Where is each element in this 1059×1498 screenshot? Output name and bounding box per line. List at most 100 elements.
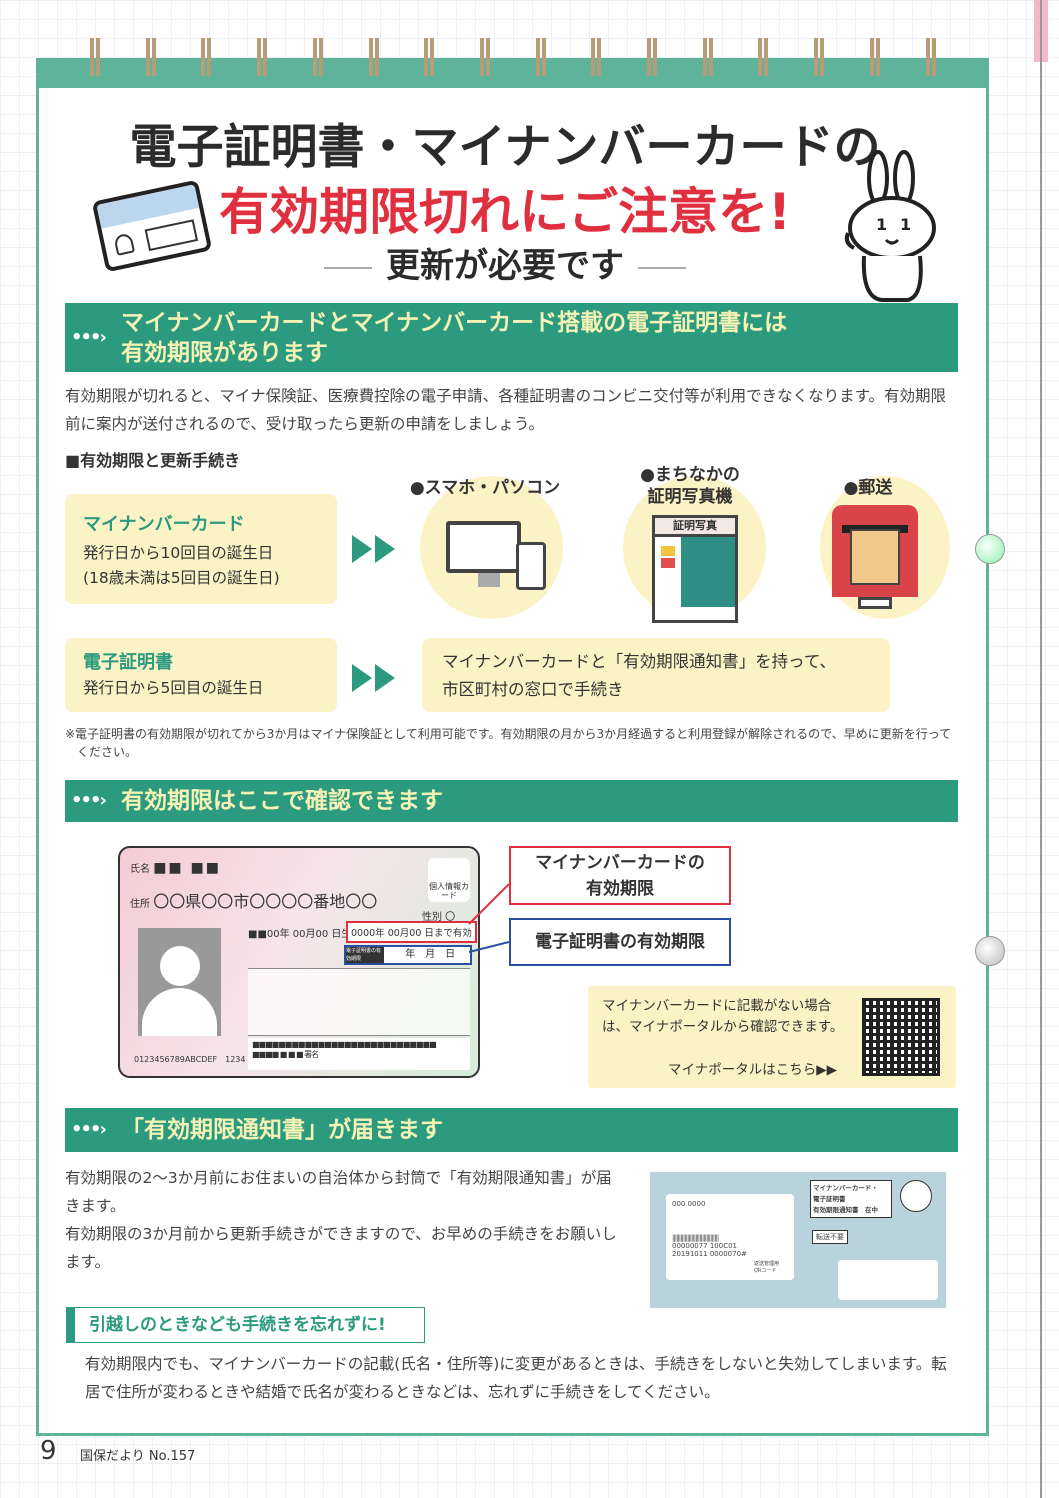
photo-booth-icon: 証明写真 [652,515,738,623]
card-box-title: マイナンバーカード [83,514,245,535]
cert-expiry-box: 電子証明書 発行日から5回目の誕生日 [65,638,337,712]
dotted-arrow-icon: •••› [71,790,107,811]
section2-heading: •••› 有効期限はここで確認できます [65,780,958,822]
card-sign-label: 署名 [304,1050,319,1059]
envelope-qr-label: 返送管理用 QRコード [754,1261,780,1274]
method-label-smartphone-pc: ●スマホ・パソコン [409,478,561,498]
smartphone-icon [516,542,546,590]
page-edge-line [1040,0,1042,1498]
svg-text:1: 1 [900,215,911,234]
spiral-ring [419,38,440,76]
card-address-label: 住所 [130,899,150,910]
envelope-title3: 有効期限通知書 在中 [813,1206,878,1214]
dotted-arrow-icon: •••› [71,1119,107,1140]
cert-method-line1: マイナンバーカードと「有効期限通知書」を持って、 [442,652,837,671]
section3-heading-text: 「有効期限通知書」が届きます [121,1117,443,1143]
spiral-ring [363,38,384,76]
title-line1: 電子証明書・マイナンバーカードの [129,120,881,175]
card-birthdate: ■■00年 00月00 日生 [248,929,352,940]
spiral-ring [530,38,551,76]
cert-method-line2: 市区町村の窓口で手続き [442,680,624,699]
card-sex: 性別 〇 [422,912,456,923]
spiral-ring [809,38,830,76]
card-box-line1: 発行日から10回目の誕生日 [83,544,274,562]
punch-hole [975,936,1005,966]
mynaportal-box: マイナンバーカードに記載がない場合は、マイナポータルから確認できます。 マイナポ… [588,986,956,1088]
card-cert-label: 電子証明書の有効期限 [346,947,384,963]
title-line3-text: 更新が必要です [386,246,624,286]
envelope-return-window [838,1260,938,1300]
card-cert-date: 年 月 日 [405,949,456,960]
spiral-ring [85,38,105,76]
card-cert-expiry-field: 電子証明書の有効期限 年 月 日 [344,945,472,965]
envelope-address-window: 000 0000 |||||||||||||||||||||||||||||||… [666,1194,794,1280]
section3-body1: 有効期限の2～3か月前にお住まいの自治体から封筒で「有効期限通知書」が届きます。 [65,1169,612,1215]
mailbox-stand [858,597,892,609]
spiral-ring [642,38,662,76]
section3-body2: 有効期限の3か月前から更新手続きができますので、お早めの手続きをお願いします。 [65,1225,617,1271]
card-photo-placeholder [138,928,221,1036]
title-line2: 有効期限切れにご注意を! [219,183,791,241]
pc-stand [478,573,500,587]
section1-heading-line2: 有効期限があります [121,340,328,366]
portal-link[interactable]: マイナポータルはこちら▶▶ [668,1062,837,1078]
card-expiry-box: マイナンバーカード 発行日から10回目の誕生日 (18歳未満は5回目の誕生日) [65,494,337,604]
section2-heading-text: 有効期限はここで確認できます [121,788,443,814]
envelope-zip: 000 0000 [672,1200,706,1208]
callout-card-expiry: マイナンバーカードの 有効期限 [509,846,731,905]
card-signature-area: ■■■■■■■■■■■■■■■■■■■■■■■■■■■■■■■■ ■ ■ ■ 署… [248,1038,470,1070]
envelope-title1: マイナンバーカード・ [813,1184,878,1192]
spiral-ring [920,38,941,76]
spiral-ring [753,38,774,76]
spiral-ring [307,38,328,76]
portal-text: マイナンバーカードに記載がない場合は、マイナポータルから確認できます。 [602,998,844,1035]
spiral-ring [252,38,273,76]
section1-heading: •••› マイナンバーカードとマイナンバーカード搭載の電子証明書には 有効期限が… [65,303,958,372]
my-number-card-sample: 氏名 ■■ ■■ 住所 〇〇県〇〇市〇〇〇〇番地〇〇 個人情報カード 性別 〇 … [118,846,480,1078]
photo-booth-sign: 証明写真 [655,518,735,537]
envelope-title-box: マイナンバーカード・ 電子証明書 有効期限通知書 在中 [810,1180,892,1218]
cert-box-title: 電子証明書 [83,652,173,673]
envelope-codes: 00000077 100C01 20191011 0000070# [672,1242,747,1258]
callout-lines [468,883,510,953]
spiral-ring [586,38,607,76]
notebook-top-bar [36,58,989,88]
section3-heading: •••› 「有効期限通知書」が届きます [65,1108,958,1152]
mailbox-icon [832,505,918,597]
callout-card-line1: マイナンバーカードの [535,852,705,873]
spiral-ring [196,38,217,76]
method-label-mail: ●郵送 [843,478,893,498]
card-box-line2: (18歳未満は5回目の誕生日) [83,569,280,587]
card-address: 〇〇県〇〇市〇〇〇〇番地〇〇 [153,892,378,911]
title-line3: 更新が必要です [0,238,1010,287]
callout-cert-expiry: 電子証明書の有効期限 [509,918,731,966]
spiral-ring [864,38,885,76]
procedure-subheading: ■有効期限と更新手続き [65,451,241,470]
cert-box-line1: 発行日から5回目の誕生日 [83,679,264,697]
footnote: ※電子証明書の有効期限が切れてから3か月はマイナ保険証として利用可能です。有効期… [65,727,952,759]
notice-envelope-image: 000 0000 |||||||||||||||||||||||||||||||… [650,1172,946,1308]
spiral-ring [474,38,495,76]
svg-text:1: 1 [876,215,887,234]
page-number: 9 [40,1436,57,1466]
publication-name: 国保だより No.157 [80,1449,196,1464]
card-name-label: 氏名 [130,864,150,875]
qr-code-icon[interactable] [862,998,940,1076]
pc-monitor-icon [446,521,521,573]
moving-subheading: 引越しのときなども手続きを忘れずに! [66,1307,425,1343]
callout-card-line2: 有効期限 [586,878,654,899]
card-remarks-area [248,968,470,1036]
card-expiry-date: 0000年 00月00 日まで有効 [346,921,477,943]
cert-method-box: マイナンバーカードと「有効期限通知書」を持って、 市区町村の窓口で手続き [422,638,890,712]
envelope-forward-label: 転送不要 [812,1230,848,1244]
spiral-ring [140,38,161,76]
method-label-photo-booth: ●まちなかの 証明写真機 [640,465,740,507]
envelope-stamp-circle [900,1180,932,1212]
section1-body: 有効期限が切れると、マイナ保険証、医療費控除の電子申請、各種証明書のコンビニ交付… [65,387,947,433]
arrow-icon [352,535,398,567]
arrow-icon [352,664,398,696]
card-number: 0123456789ABCDEF 1234 [134,1055,246,1064]
section1-heading-line1: マイナンバーカードとマイナンバーカード搭載の電子証明書には [121,310,788,336]
dotted-arrow-icon: •••› [71,326,107,348]
